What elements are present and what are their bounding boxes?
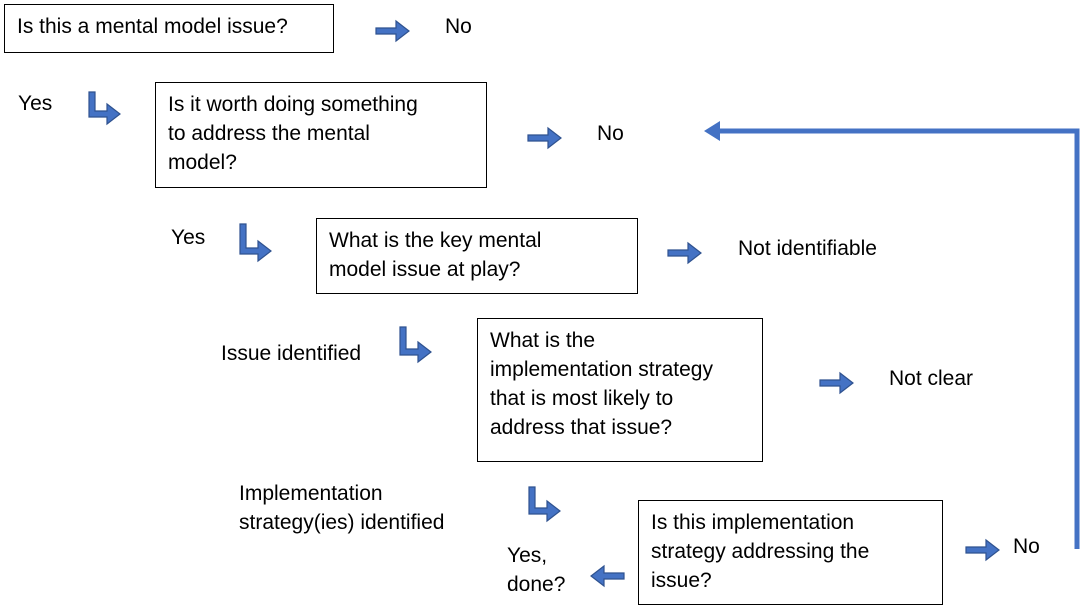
box-line: implementation strategy <box>490 358 713 381</box>
right-arrow-icon <box>667 241 702 265</box>
question-box-strategy-addressing: Is this implementation strategy addressi… <box>638 500 943 605</box>
elbow-arrow-icon <box>88 91 121 126</box>
box-line: What is the <box>490 329 596 352</box>
right-arrow-icon <box>819 371 854 395</box>
question-box-mental-model-issue: Is this a mental model issue? <box>4 4 334 53</box>
box-line: strategy addressing the <box>651 540 870 563</box>
elbow-arrow-icon <box>528 486 561 523</box>
question-box-worth-addressing: Is it worth doing something to address t… <box>155 82 487 188</box>
right-arrow-icon <box>965 538 1000 562</box>
question-box-key-issue: What is the key mental model issue at pl… <box>316 218 638 294</box>
box-line: What is the key mental <box>329 229 542 252</box>
box-line: Is this a mental model issue? <box>17 15 288 38</box>
box-line: that is most likely to <box>490 387 674 410</box>
label-no-1: No <box>445 15 472 38</box>
feedback-loop-line <box>704 121 1080 549</box>
box-line: model issue at play? <box>329 258 521 281</box>
question-box-implementation-strategy: What is the implementation strategy that… <box>477 318 763 462</box>
label-not-clear: Not clear <box>889 367 974 390</box>
label-line: strategy(ies) identified <box>239 511 445 534</box>
label-no-2: No <box>597 122 624 145</box>
label-line: Yes, <box>507 544 548 567</box>
label-yes-1: Yes <box>18 92 53 115</box>
box-line: Is this implementation <box>651 511 855 534</box>
right-arrow-icon <box>375 19 410 43</box>
label-yes-2: Yes <box>171 226 206 249</box>
label-issue-identified: Issue identified <box>221 342 362 365</box>
label-no-3: No <box>1013 535 1040 558</box>
label-line: done? <box>507 573 566 596</box>
box-line: to address the mental <box>168 122 370 145</box>
box-line: address that issue? <box>490 416 673 439</box>
label-implementation-identified: Implementation strategy(ies) identified <box>239 479 444 537</box>
box-line: model? <box>168 151 237 174</box>
label-line: Implementation <box>239 482 383 505</box>
label-not-identifiable: Not identifiable <box>738 237 877 260</box>
elbow-arrow-icon <box>239 223 272 263</box>
box-line: issue? <box>651 569 712 592</box>
right-arrow-icon <box>527 126 562 150</box>
label-yes-done: Yes, done? <box>507 541 565 599</box>
box-line: Is it worth doing something <box>168 93 418 116</box>
elbow-arrow-icon <box>399 326 432 364</box>
left-arrow-icon <box>590 564 625 588</box>
